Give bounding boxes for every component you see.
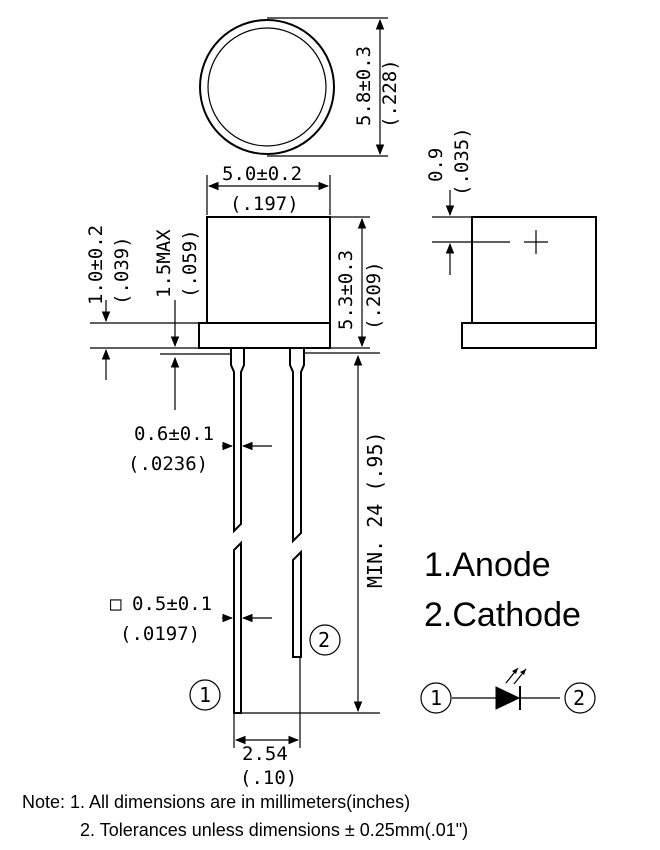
side-view: 5.0±0.2 (.197) 5.3±0.3 (.209) 1.0±0.2 (.… [85,163,387,789]
lead-dim-2-inch-label: (.0197) [120,623,200,645]
flange-dim-label: 1.0±0.2 [85,225,107,305]
offset-dim-label: 0.9 [425,148,447,182]
pin-anode-label: 1.Anode [424,546,551,584]
led-schematic-symbol: 1 2 [420,667,596,714]
body-height-dim-inch-label: (.209) [363,261,385,330]
led-body [206,216,331,324]
note-line-1: Note: 1. All dimensions are in millimete… [22,792,410,812]
end-view-body [471,216,597,324]
lead-anode [230,348,245,714]
end-view-flange [461,322,597,349]
lead-dim-1-inch-label: (.0236) [128,453,208,475]
lead1-marker: 1 [189,679,221,711]
symbol-left-marker: 1 [430,686,442,710]
svg-text:1: 1 [199,683,211,707]
lens-outer-circle [199,19,335,155]
diode-triangle-icon [495,686,521,710]
flange-dim-inch-label: (.039) [111,236,133,305]
max-dim-label: 1.5MAX [153,229,175,298]
body-width-dim-label: 5.0±0.2 [222,163,302,185]
max-dim-inch-label: (.059) [179,229,201,298]
body-height-dim-label: 5.3±0.3 [335,250,357,330]
top-view: 5.8±0.3 (.228) [199,17,401,157]
diameter-dim-label: 5.8±0.3 [353,46,375,126]
lead-dim-2-prefix: □ [110,593,122,615]
lead-length-dim-label: MIN. 24 (.95) [363,431,387,588]
lead-cathode [289,348,305,658]
svg-text:2: 2 [318,628,330,652]
lead-dim-1-label: 0.6±0.1 [134,423,214,445]
end-view: 0.9 (.035) [425,127,597,349]
diameter-dim-inch-label: (.228) [379,59,401,128]
led-flange [198,322,331,349]
lead2-marker: 2 [309,624,341,656]
note-line-2: 2. Tolerances unless dimensions ± 0.25mm… [80,820,468,840]
body-width-dim-inch-label: (.197) [230,193,299,215]
symbol-right-marker: 2 [573,686,585,710]
lens-inner-circle [207,27,327,147]
pin-cathode-label: 2.Cathode [424,596,581,634]
pitch-dim-inch-label: (.10) [240,767,297,789]
lead-dim-2-label: 0.5±0.1 [132,593,212,615]
offset-dim-inch-label: (.035) [451,127,473,196]
pitch-dim-label: 2.54 [242,743,288,765]
